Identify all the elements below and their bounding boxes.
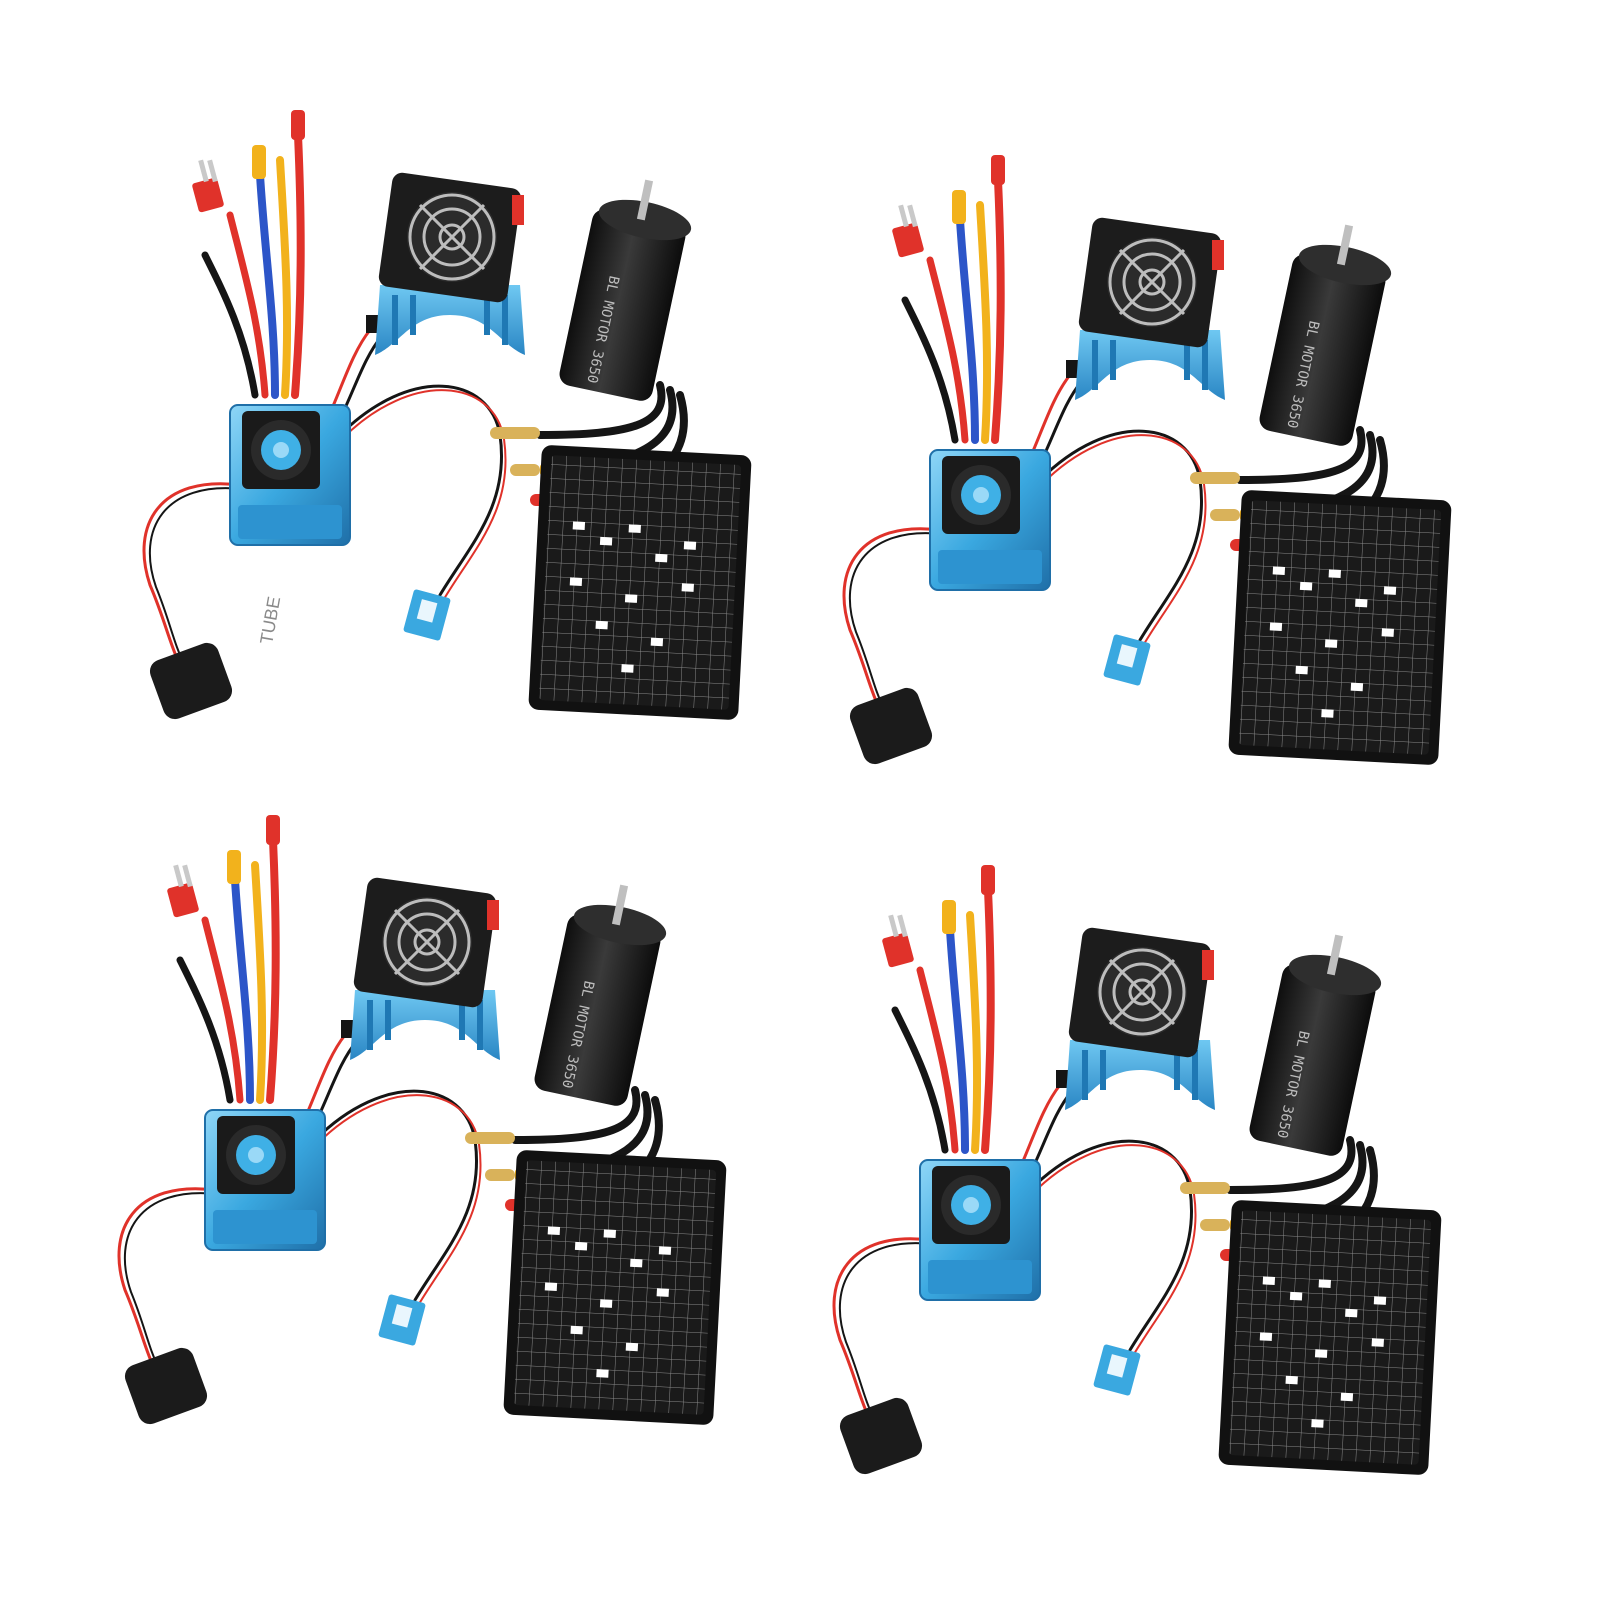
product-photo: BL MOTOR 3650 [115,106,1456,1482]
